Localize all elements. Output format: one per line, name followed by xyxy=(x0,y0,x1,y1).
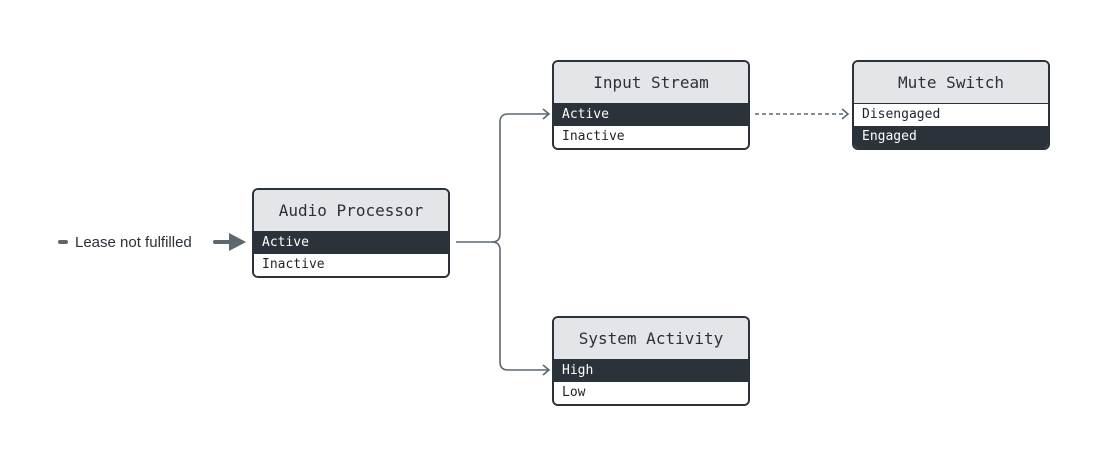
state-row-disengaged[interactable]: Disengaged xyxy=(854,104,1048,126)
arrowhead-system-activity xyxy=(542,364,551,376)
state-row-engaged[interactable]: Engaged xyxy=(854,126,1048,148)
state-row-active[interactable]: Active xyxy=(554,104,748,126)
arrowhead-mute-switch xyxy=(841,108,850,120)
lease-label-text: Lease not fulfilled xyxy=(75,233,192,251)
input-arrow-head xyxy=(229,233,246,251)
node-title: Input Stream xyxy=(554,62,748,104)
node-title: Audio Processor xyxy=(254,190,448,232)
edge-audio-processor-system-activity xyxy=(491,241,548,371)
node-audio-processor[interactable]: Audio Processor Active Inactive xyxy=(252,188,450,278)
state-row-inactive[interactable]: Inactive xyxy=(554,126,748,148)
state-row-active[interactable]: Active xyxy=(254,232,448,254)
node-system-activity[interactable]: System Activity High Low xyxy=(552,316,750,406)
state-row-inactive[interactable]: Inactive xyxy=(254,254,448,276)
edge-audio-processor-input-stream xyxy=(456,113,548,243)
node-title: System Activity xyxy=(554,318,748,360)
node-title: Mute Switch xyxy=(854,62,1048,104)
state-row-low[interactable]: Low xyxy=(554,382,748,404)
state-row-high[interactable]: High xyxy=(554,360,748,382)
node-mute-switch[interactable]: Mute Switch Disengaged Engaged xyxy=(852,60,1050,150)
lease-input-label: Lease not fulfilled xyxy=(58,231,192,253)
node-input-stream[interactable]: Input Stream Active Inactive xyxy=(552,60,750,150)
arrowhead-input-stream xyxy=(542,108,551,120)
input-dash-icon xyxy=(58,240,68,244)
